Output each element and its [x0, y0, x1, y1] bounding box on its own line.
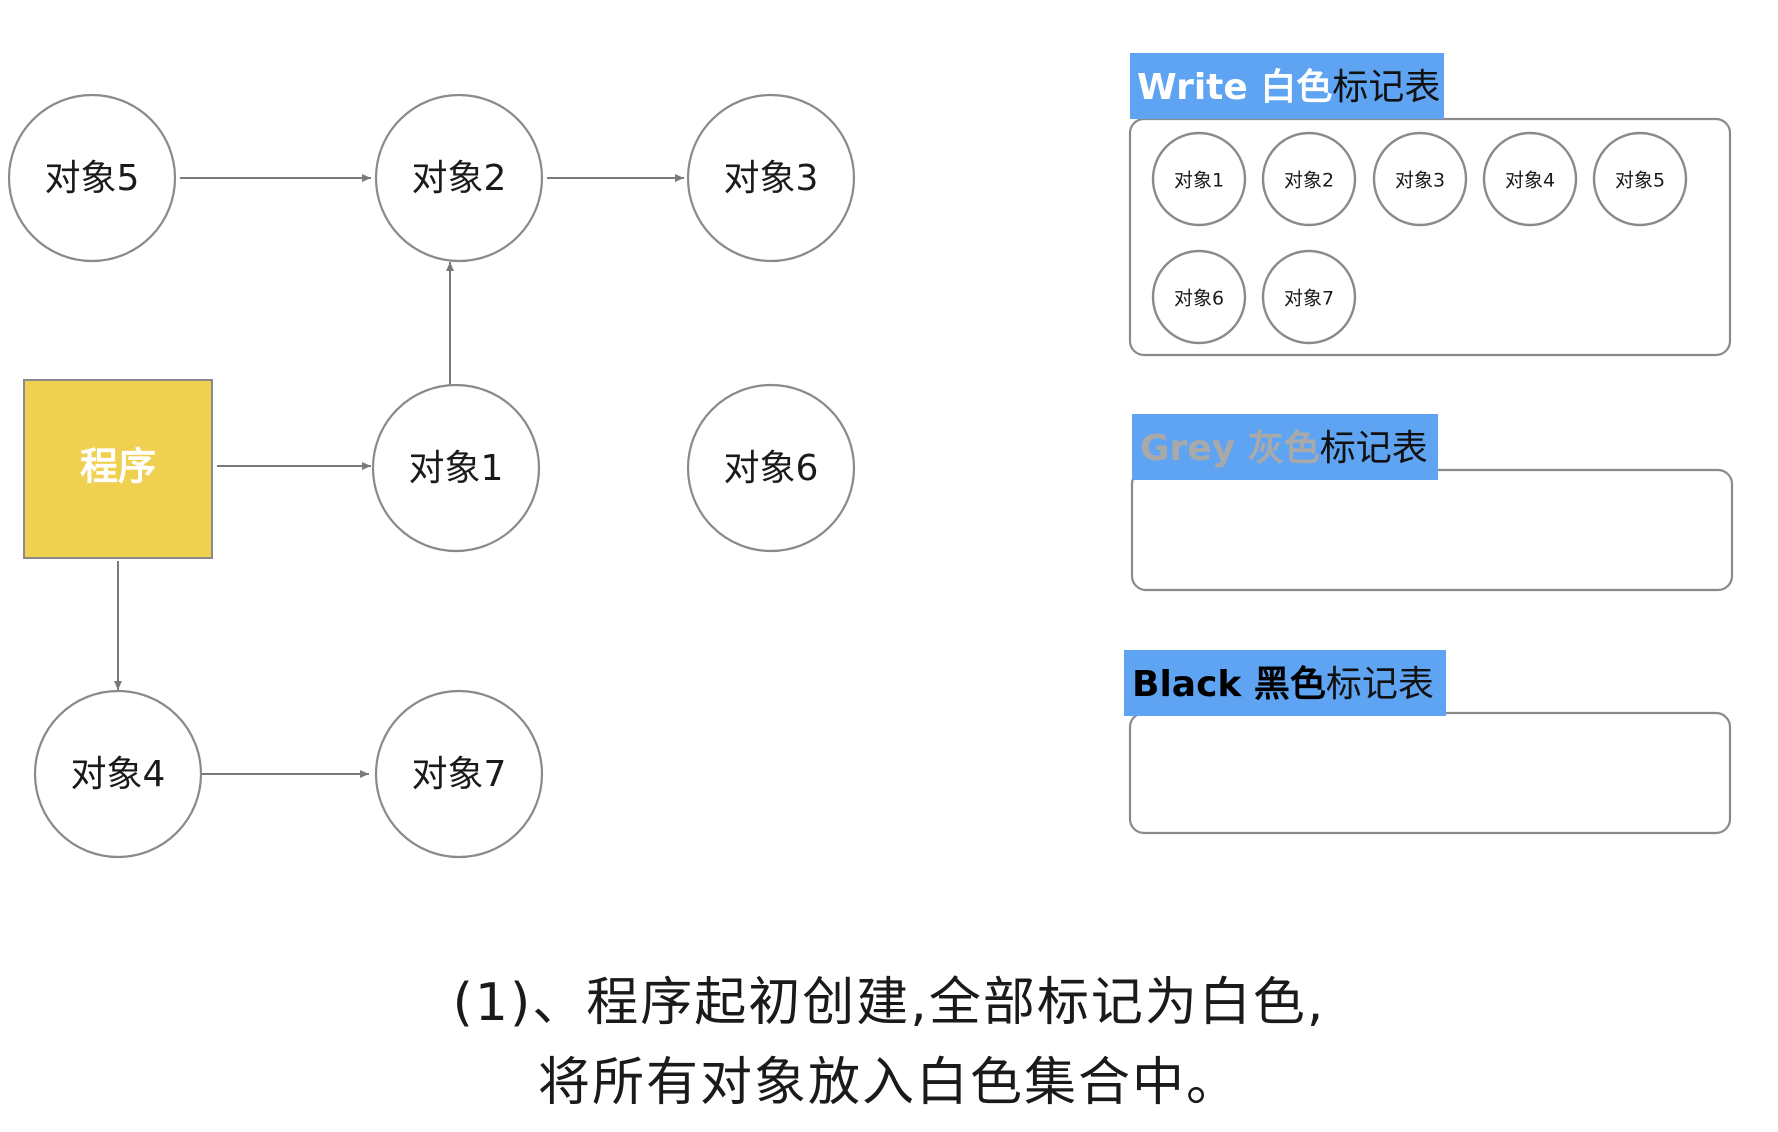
node-label: 对象4: [71, 754, 166, 795]
svg-text:对象7: 对象7: [1284, 288, 1334, 310]
node-obj2: 对象2: [374, 93, 544, 263]
svg-text:对象2: 对象2: [1284, 170, 1334, 192]
svg-text:对象1: 对象1: [1174, 170, 1224, 192]
node-label: 对象7: [412, 754, 507, 795]
white-set-item: 对象2: [1261, 131, 1357, 227]
node-obj7: 对象7: [374, 689, 544, 859]
svg-text:对象4: 对象4: [1505, 170, 1555, 192]
grey-set-header: [1132, 414, 1438, 480]
svg-text:对象5: 对象5: [1615, 170, 1665, 192]
program-label: 程序: [80, 445, 156, 489]
node-label: 对象6: [724, 448, 819, 489]
white-set-title-strong: Write 白色: [1137, 67, 1332, 108]
node-label: 对象2: [412, 158, 507, 199]
white-set-item: 对象7: [1261, 249, 1357, 345]
node-label: 对象5: [45, 158, 140, 199]
white-set-item: 对象1: [1151, 131, 1247, 227]
caption-line-1: (1)、程序起初创建,全部标记为白色,: [452, 973, 1326, 1033]
black-set-box: [1128, 711, 1732, 835]
grey-set: Grey 灰色标记表: [1130, 414, 1734, 592]
node-obj6: 对象6: [686, 383, 856, 553]
edges: [114, 174, 684, 778]
black-set-title-rest: 标记表: [1326, 664, 1434, 705]
white-set-header: [1130, 53, 1444, 119]
white-set-title: Write 白色标记表: [1137, 67, 1440, 108]
white-set-item: 对象3: [1372, 131, 1468, 227]
white-set-item: 对象4: [1482, 131, 1578, 227]
svg-text:对象3: 对象3: [1395, 170, 1445, 192]
node-obj4: 对象4: [33, 689, 203, 859]
node-label: 对象3: [724, 158, 819, 199]
black-set-header: [1124, 650, 1446, 716]
white-set-title-rest: 标记表: [1332, 67, 1440, 108]
white-set-item: 对象6: [1151, 249, 1247, 345]
node-label: 对象1: [409, 448, 504, 489]
black-set-title: Black 黑色标记表: [1132, 664, 1434, 705]
white-set-item: 对象5: [1592, 131, 1688, 227]
caption-line-2: 将所有对象放入白色集合中。: [537, 1053, 1240, 1113]
white-set-items: 对象1 对象2 对象3 对象4 对象5 对象6: [1151, 131, 1688, 345]
grey-set-title: Grey 灰色标记表: [1140, 428, 1428, 469]
black-set-title-strong: Black 黑色: [1132, 664, 1326, 705]
grey-set-title-strong: Grey 灰色: [1140, 428, 1320, 469]
grey-set-box: [1130, 468, 1734, 592]
node-obj5: 对象5: [7, 93, 177, 263]
node-obj3: 对象3: [686, 93, 856, 263]
white-set: Write 白色标记表 对象1 对象2 对象3 对象4 对象5: [1128, 53, 1732, 357]
svg-text:对象6: 对象6: [1174, 288, 1224, 310]
program-node: 程序: [23, 379, 213, 559]
node-obj1: 对象1: [371, 383, 541, 553]
grey-set-title-rest: 标记表: [1320, 428, 1428, 469]
black-set: Black 黑色标记表: [1124, 650, 1732, 835]
